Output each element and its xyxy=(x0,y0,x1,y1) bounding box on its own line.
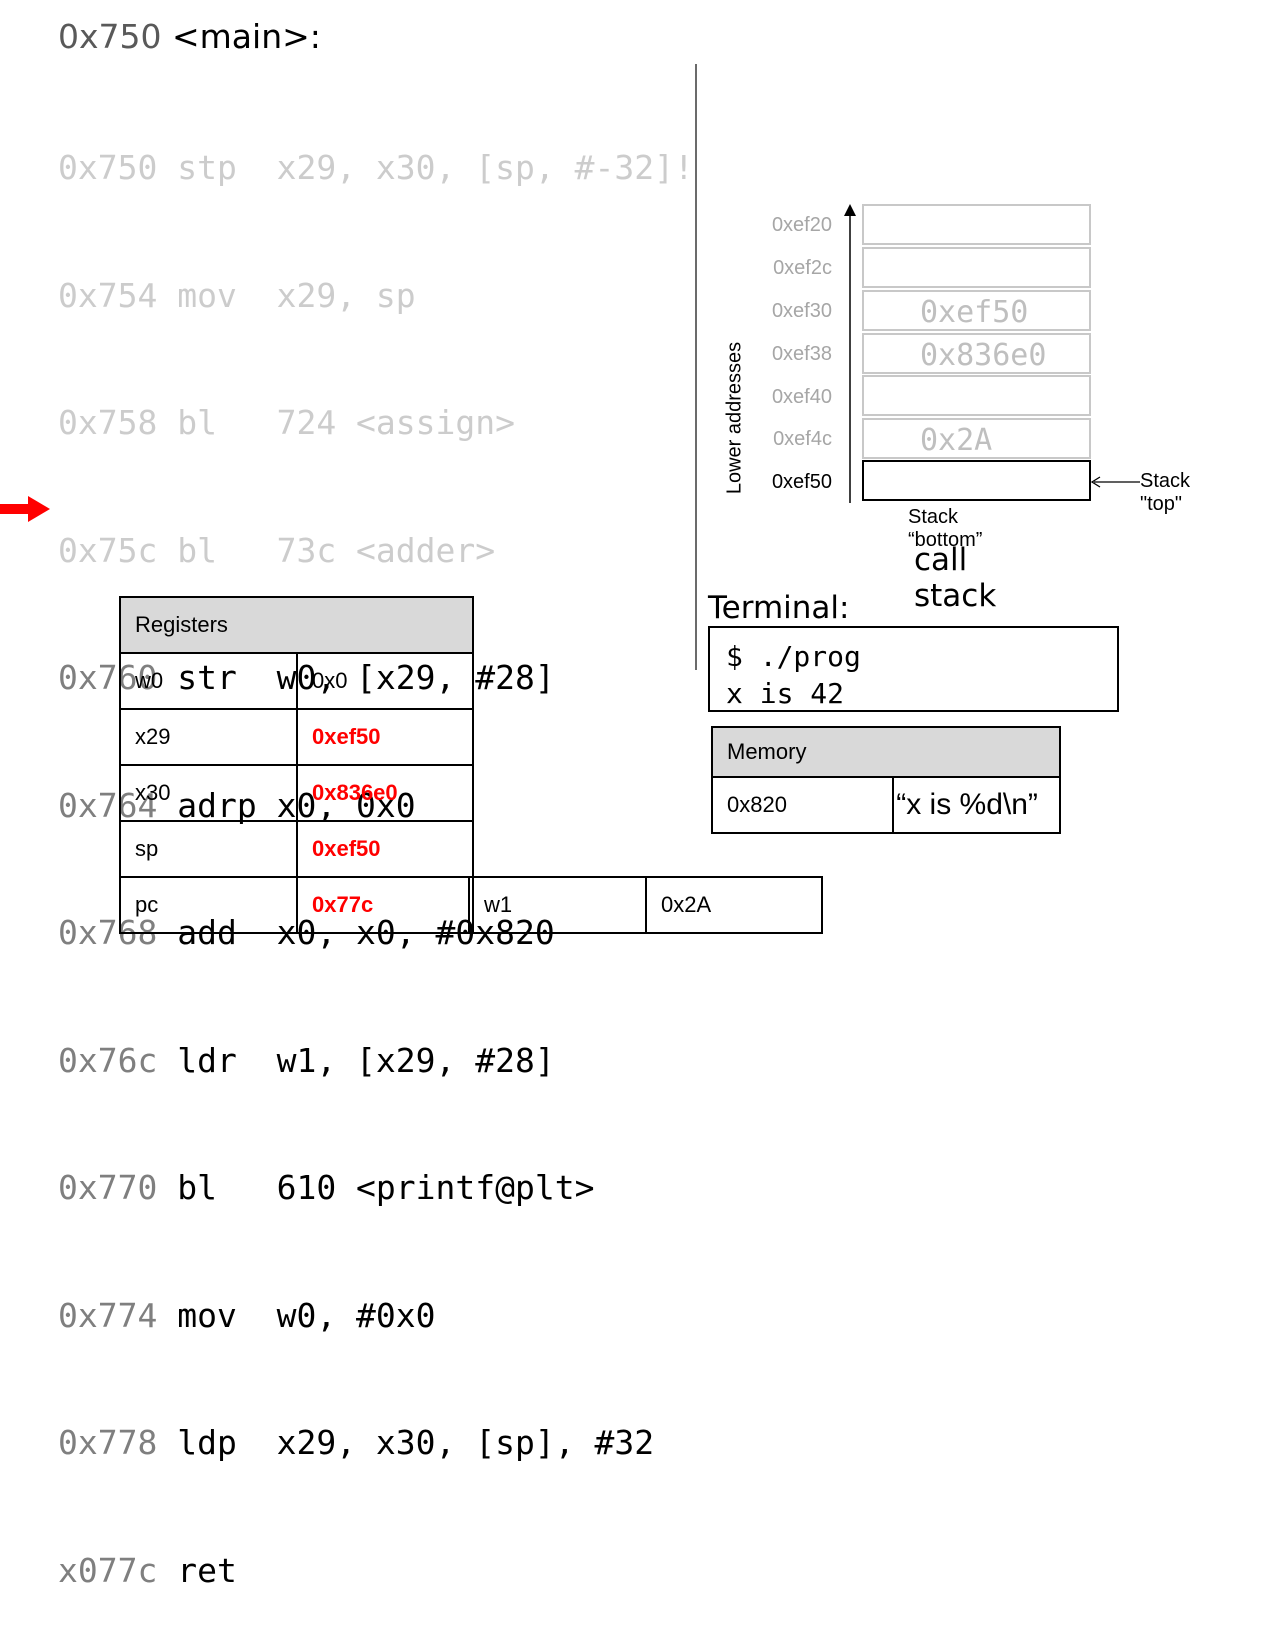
register-row: x30 0x836e0 xyxy=(119,764,474,822)
code-address: 0x778 xyxy=(58,1423,158,1462)
stack-slot xyxy=(862,247,1091,288)
code-operands: 724 <assign> xyxy=(276,403,515,442)
register-value: 0x2A xyxy=(645,876,823,934)
register-row: w0 0x0 xyxy=(119,652,474,710)
stack-top-label: Stack "top" xyxy=(1140,470,1191,515)
function-header: 0x750 <main>: xyxy=(58,16,321,58)
register-value: 0xef50 xyxy=(296,708,474,766)
code-address: 0x750 xyxy=(58,148,158,187)
register-name: x29 xyxy=(119,708,298,766)
stack-slot: 0x2A xyxy=(862,418,1091,459)
code-line: 0x758 bl 724 <assign> xyxy=(58,402,694,445)
register-value: 0x0 xyxy=(296,652,474,710)
code-line: 0x750 stp x29, x30, [sp, #-32]! xyxy=(58,147,694,190)
register-name: w1 xyxy=(468,876,647,934)
terminal-line: x is 42 xyxy=(726,677,845,710)
code-opcode: ldp xyxy=(177,1423,237,1462)
stack-address: 0xef30 xyxy=(771,300,832,322)
code-address: 0x758 xyxy=(58,403,158,442)
stack-address: 0xef20 xyxy=(771,214,832,236)
registers-title: Registers xyxy=(119,596,474,654)
register-value: 0x836e0 xyxy=(296,764,474,822)
code-opcode: stp xyxy=(177,148,237,187)
memory-row: 0x820 “x is %d\n” xyxy=(710,776,1061,834)
extra-register-table: w1 0x2A xyxy=(468,876,823,934)
code-operands: x29, x30, [sp], #32 xyxy=(276,1423,655,1462)
register-name: pc xyxy=(119,876,298,934)
terminal-label: Terminal: xyxy=(708,590,850,626)
stack-top-arrow-icon xyxy=(1090,476,1140,488)
terminal-output: $ ./prog x is 42 xyxy=(708,626,1119,712)
code-line: 0x75c bl 73c <adder> xyxy=(58,530,694,573)
code-address: 0x774 xyxy=(58,1295,158,1335)
terminal-line: $ ./prog xyxy=(726,640,861,673)
stack-address-current: 0xef50 xyxy=(771,471,832,493)
code-address: 0x770 xyxy=(58,1168,158,1207)
stack-slot xyxy=(862,375,1091,416)
code-address: 0x75c xyxy=(58,530,158,570)
code-opcode: ret xyxy=(177,1550,237,1590)
code-operands: x29, sp xyxy=(276,275,416,315)
stack-address: 0xef40 xyxy=(771,386,832,408)
code-line: x077c ret xyxy=(58,1550,694,1593)
code-address: x077c xyxy=(58,1550,158,1590)
stack-address: 0xef38 xyxy=(771,343,832,365)
stack-address: 0xef2c xyxy=(773,257,832,279)
code-opcode: bl xyxy=(177,530,217,570)
divider xyxy=(695,64,697,670)
code-opcode: bl xyxy=(177,403,217,442)
code-address: 0x754 xyxy=(58,275,158,315)
register-name: w0 xyxy=(119,652,298,710)
register-row: x29 0xef50 xyxy=(119,708,474,766)
function-label: <main>: xyxy=(172,17,321,56)
code-operands: 73c <adder> xyxy=(276,530,496,570)
register-row: sp 0xef50 xyxy=(119,820,474,878)
code-opcode: ldr xyxy=(177,1040,237,1080)
memory-title: Memory xyxy=(711,726,1061,778)
code-operands: w1, [x29, #28] xyxy=(276,1040,555,1080)
register-value: 0x77c xyxy=(296,876,474,934)
lower-addresses-arrow-icon xyxy=(844,204,856,503)
memory-table: Memory 0x820 “x is %d\n” xyxy=(710,726,1061,834)
call-stack-caption: call stack xyxy=(914,542,997,614)
register-row: w1 0x2A xyxy=(468,876,823,934)
memory-address: 0x820 xyxy=(710,776,895,834)
register-name: x30 xyxy=(119,764,298,822)
stack-address: 0xef4c xyxy=(773,428,832,450)
registers-table: Registers w0 0x0 x29 0xef50 x30 0x836e0 … xyxy=(119,596,474,934)
code-line: 0x774 mov w0, #0x0 xyxy=(58,1295,694,1338)
code-line-current: 0x778 ldp x29, x30, [sp], #32 xyxy=(58,1422,694,1465)
stack-bottom-label: Stack “bottom” xyxy=(908,506,983,551)
code-line: 0x76c ldr w1, [x29, #28] xyxy=(58,1040,694,1083)
code-opcode: mov xyxy=(177,275,237,315)
stack-slot-top xyxy=(862,460,1091,501)
memory-value: “x is %d\n” xyxy=(892,776,1061,834)
stack-slot: 0x836e0 xyxy=(862,333,1091,374)
code-opcode: bl xyxy=(177,1168,217,1207)
code-operands: x29, x30, [sp, #-32]! xyxy=(276,148,694,187)
register-row: pc 0x77c xyxy=(119,876,474,934)
code-operands: 610 <printf@plt> xyxy=(276,1168,595,1207)
register-value: 0xef50 xyxy=(296,820,474,878)
code-operands: w0, #0x0 xyxy=(276,1295,436,1335)
code-line: 0x770 bl 610 <printf@plt> xyxy=(58,1167,694,1210)
stack-slot xyxy=(862,204,1091,245)
current-instruction-arrow-icon xyxy=(0,496,50,522)
stack-slot: 0xef50 xyxy=(862,290,1091,331)
register-name: sp xyxy=(119,820,298,878)
code-opcode: mov xyxy=(177,1295,237,1335)
function-address: 0x750 xyxy=(58,17,162,56)
lower-addresses-label: Lower addresses xyxy=(723,341,746,495)
code-line: 0x754 mov x29, sp xyxy=(58,275,694,318)
code-address: 0x76c xyxy=(58,1040,158,1080)
